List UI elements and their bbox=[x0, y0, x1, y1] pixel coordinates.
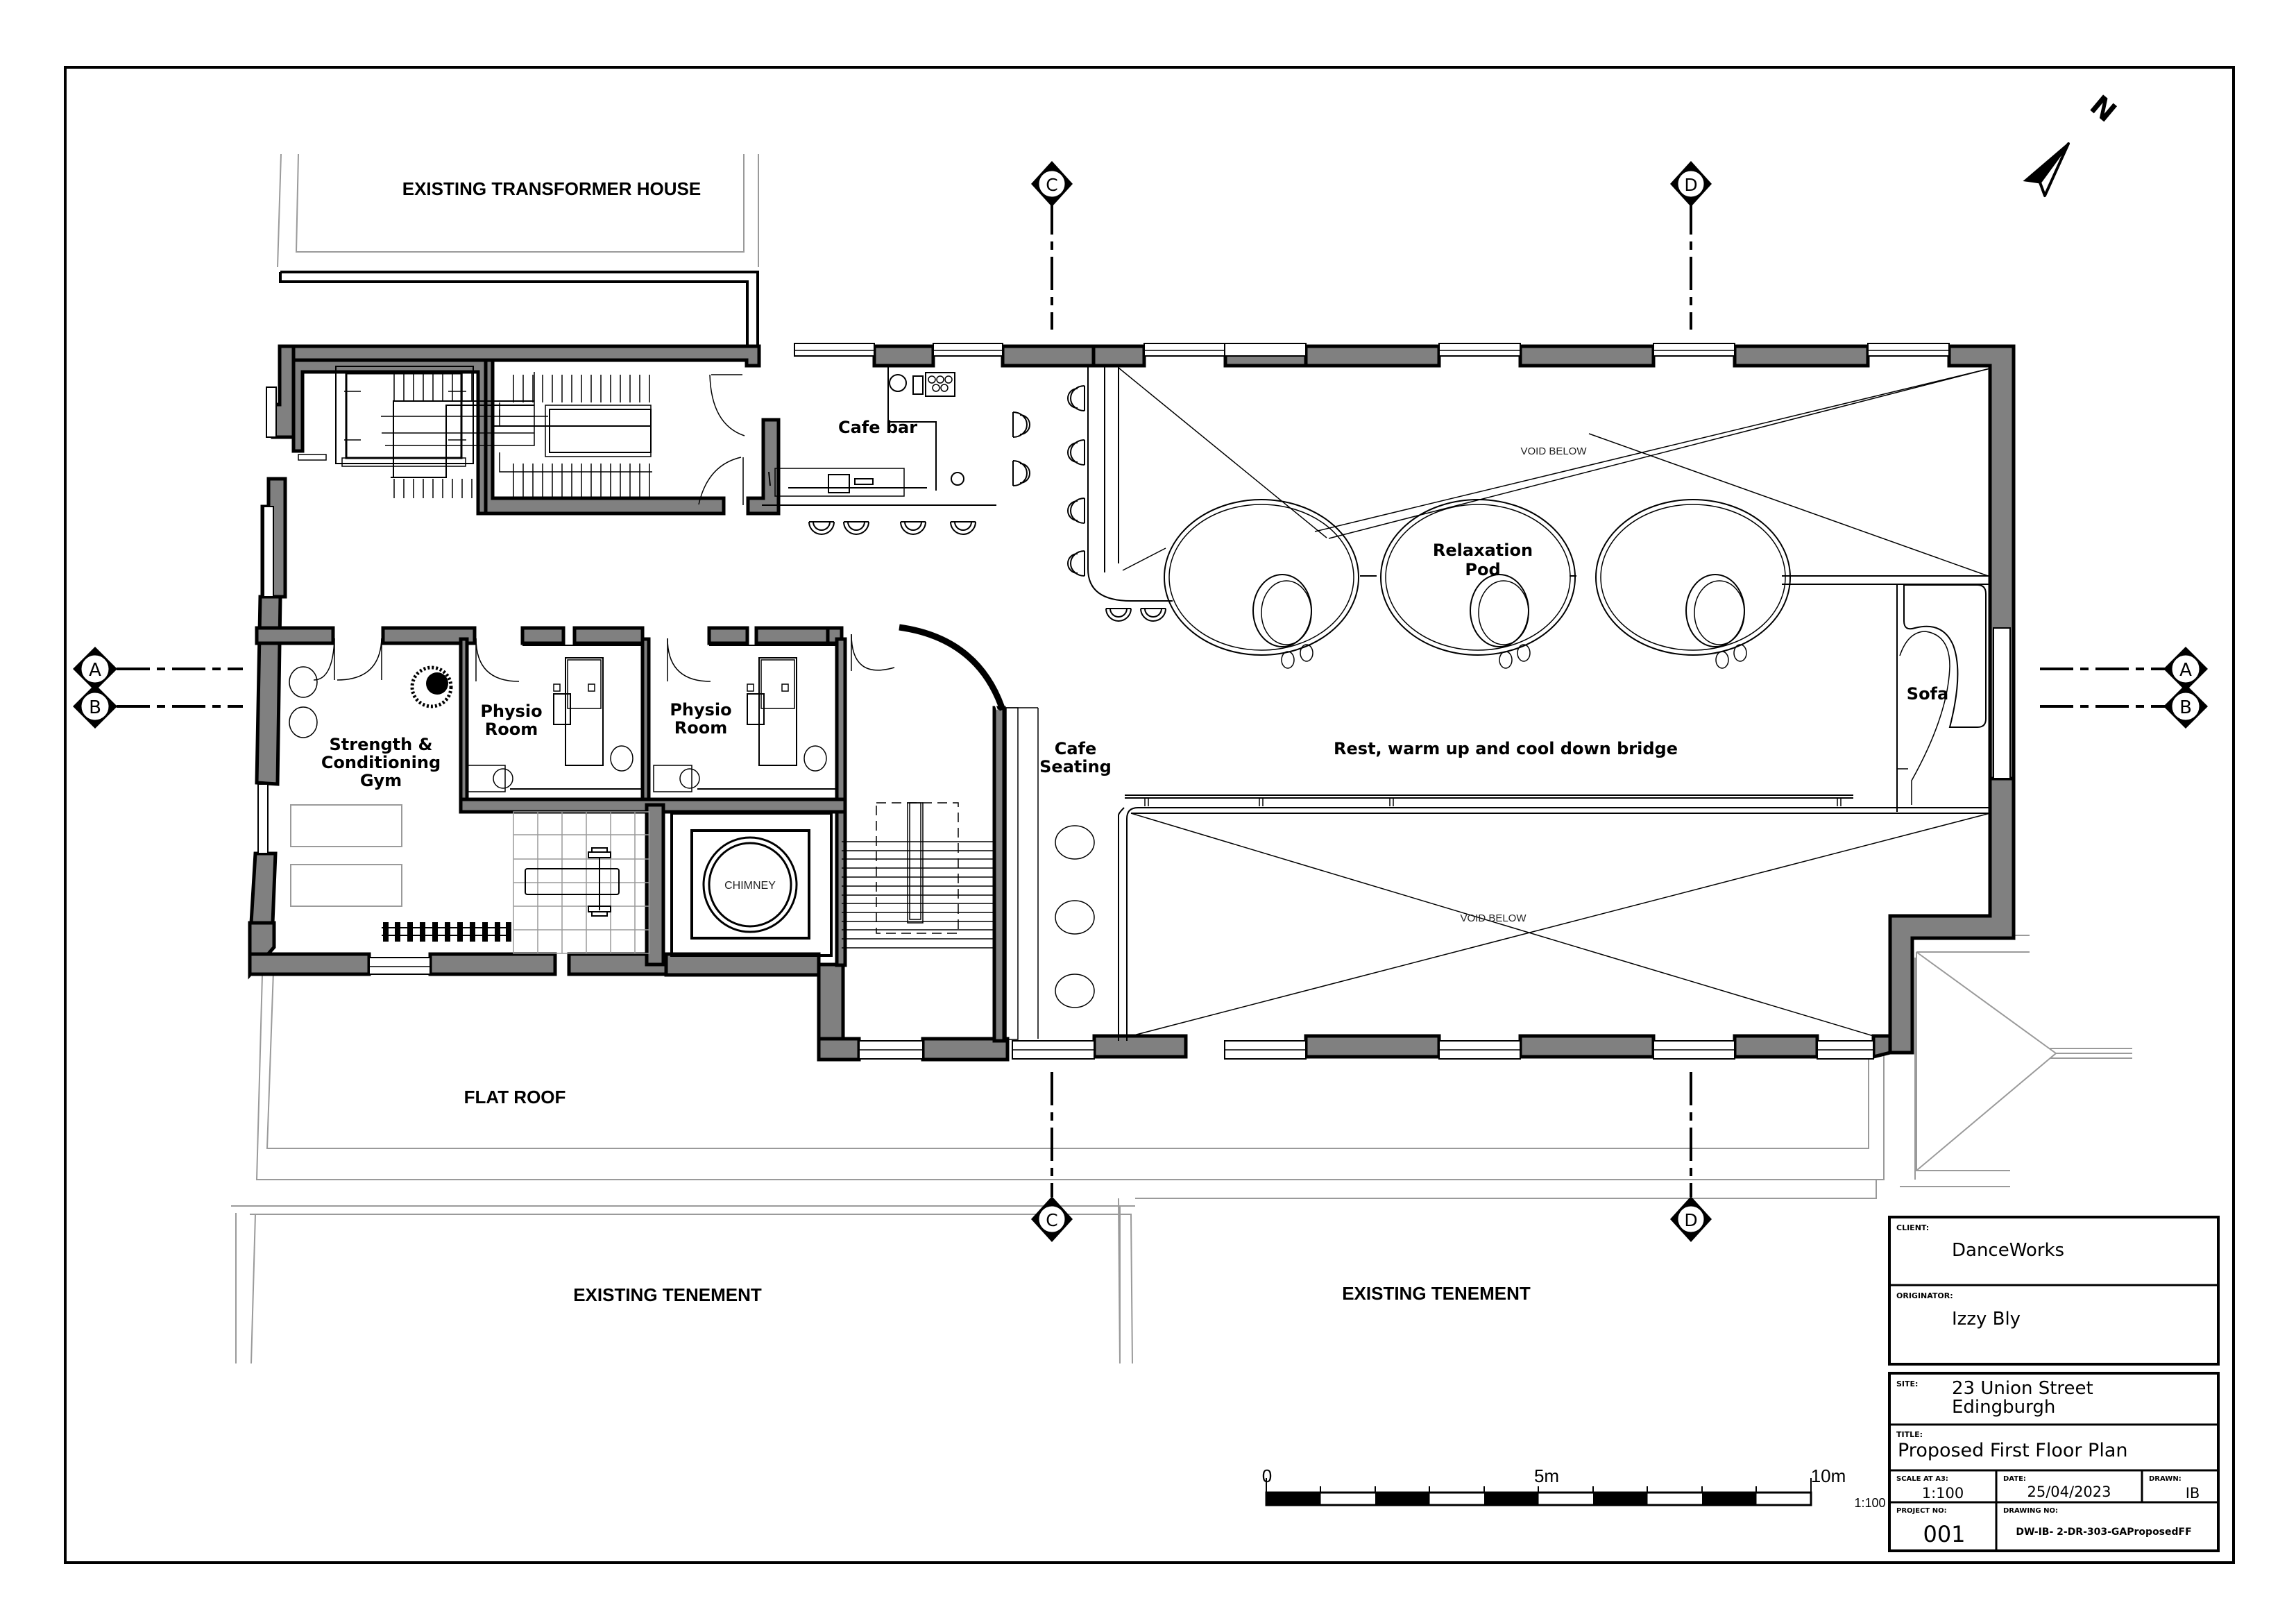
physio-room-1-label-2: Room bbox=[485, 720, 538, 739]
sofa: Sofa bbox=[1896, 584, 1987, 812]
gym-label-3: Gym bbox=[360, 771, 402, 790]
date-label: DATE: bbox=[2003, 1475, 2026, 1483]
section-line-b-left[interactable]: B bbox=[73, 684, 243, 729]
chimney-label: CHIMNEY bbox=[724, 880, 776, 892]
transformer-house: EXISTING TRANSFORMER HOUSE bbox=[277, 153, 759, 348]
drawn-label: DRAWN: bbox=[2149, 1475, 2182, 1483]
site-line-2: Edingburgh bbox=[1952, 1397, 2055, 1418]
gym-label-2: Conditioning bbox=[321, 753, 441, 772]
title-label: TITLE: bbox=[1896, 1430, 1923, 1439]
title-block: CLIENT: DanceWorks ORIGINATOR: Izzy Bly … bbox=[1888, 1216, 2220, 1552]
cafe-bar-label: Cafe bar bbox=[838, 418, 917, 437]
section-c-bottom-label: C bbox=[1046, 1210, 1057, 1230]
void-below-north: VOID BELOW bbox=[1104, 366, 1991, 585]
transformer-house-label: EXISTING TRANSFORMER HOUSE bbox=[402, 178, 701, 199]
cafe-seating-label-1: Cafe bbox=[1055, 739, 1097, 758]
scale-bar: 0 5m 10m 1:100 bbox=[1262, 1465, 1886, 1510]
strength-conditioning-gym: Strength & Conditioning Gym bbox=[289, 665, 650, 954]
section-line-d-bottom[interactable]: D bbox=[1670, 1072, 1712, 1242]
gym-label-1: Strength & bbox=[330, 735, 433, 754]
existing-tenement-right: EXISTING TENEMENT bbox=[1118, 1180, 1877, 1364]
flat-roof-label: FLAT ROOF bbox=[464, 1087, 566, 1107]
physio-room-2-label-2: Room bbox=[674, 718, 727, 738]
client-label: CLIENT: bbox=[1896, 1223, 1929, 1232]
section-line-c-bottom[interactable]: C bbox=[1031, 1072, 1073, 1242]
north-arrow-icon: N bbox=[2023, 90, 2122, 197]
drawing-no-label: DRAWING NO: bbox=[2003, 1507, 2058, 1515]
lifting-platform bbox=[513, 811, 650, 954]
physio-room-1: Physio Room bbox=[466, 645, 643, 792]
bar-stools bbox=[808, 366, 1173, 622]
section-d-bottom-label: D bbox=[1684, 1210, 1697, 1230]
north-label: N bbox=[2084, 90, 2122, 129]
void-below-south: VOID BELOW bbox=[1130, 813, 1991, 1037]
scale-start: 0 bbox=[1262, 1465, 1272, 1486]
building-walls bbox=[248, 344, 2016, 1062]
section-c-top-label: C bbox=[1046, 175, 1057, 195]
bridge: Rest, warm up and cool down bridge bbox=[1118, 739, 1990, 1041]
curved-wall bbox=[899, 624, 1006, 711]
void-below-top-label: VOID BELOW bbox=[1520, 445, 1587, 457]
stair-north bbox=[381, 372, 652, 498]
scale-end: 10m bbox=[1811, 1465, 1846, 1486]
flat-roof: FLAT ROOF bbox=[255, 971, 1885, 1180]
section-b-left-label: B bbox=[89, 697, 101, 718]
cafe-seating: Cafe Seating bbox=[1005, 707, 1112, 1040]
section-line-a-left[interactable]: A bbox=[73, 647, 243, 691]
weight-bench-icon bbox=[525, 847, 620, 917]
windows bbox=[257, 343, 2011, 1060]
physio-room-1-label-1: Physio bbox=[480, 702, 542, 721]
originator-label: ORIGINATOR: bbox=[1896, 1291, 1953, 1300]
date-value: 25/04/2023 bbox=[2027, 1484, 2111, 1500]
stair-south bbox=[842, 802, 994, 949]
section-line-b-right[interactable]: B bbox=[2040, 684, 2208, 729]
relaxation-pod-label-2: Pod bbox=[1465, 560, 1500, 579]
site-line-1: 23 Union Street bbox=[1952, 1378, 2093, 1399]
chimney: CHIMNEY bbox=[670, 812, 833, 957]
section-a-left-label: A bbox=[89, 660, 101, 681]
cafe-seating-label-2: Seating bbox=[1039, 757, 1112, 776]
section-b-right-label: B bbox=[2179, 697, 2192, 718]
tenement-left-label: EXISTING TENEMENT bbox=[573, 1284, 762, 1305]
scale-mid: 5m bbox=[1534, 1465, 1559, 1486]
project-no-label: PROJECT NO: bbox=[1896, 1507, 1947, 1515]
section-line-c-top[interactable]: C bbox=[1031, 161, 1073, 330]
originator-value: Izzy Bly bbox=[1952, 1309, 2021, 1329]
client-value: DanceWorks bbox=[1952, 1240, 2064, 1261]
relaxation-pods: Relaxation Pod bbox=[1164, 499, 1791, 669]
bridge-label: Rest, warm up and cool down bridge bbox=[1334, 739, 1678, 758]
project-no-value: 001 bbox=[1923, 1521, 1965, 1547]
drawing-no-value: DW-IB- 2-DR-303-GAProposedFF bbox=[2016, 1527, 2191, 1538]
sofa-label: Sofa bbox=[1907, 684, 1948, 704]
scale-ratio: 1:100 bbox=[1854, 1496, 1885, 1510]
scale-value: 1:100 bbox=[1922, 1485, 1964, 1502]
physio-room-2-label-1: Physio bbox=[670, 700, 731, 720]
cafe-bar-counter: Cafe bar bbox=[762, 366, 996, 506]
existing-tenement-left: EXISTING TENEMENT bbox=[231, 1205, 1135, 1364]
relaxation-pod-label-1: Relaxation bbox=[1433, 541, 1533, 560]
physio-room-2: Physio Room bbox=[653, 645, 837, 792]
section-d-top-label: D bbox=[1684, 175, 1697, 195]
tenement-right-label: EXISTING TENEMENT bbox=[1342, 1283, 1531, 1304]
section-a-right-label: A bbox=[2179, 660, 2192, 681]
drawn-value: IB bbox=[2186, 1485, 2200, 1502]
right-roof-structure bbox=[1900, 935, 2132, 1187]
site-label: SITE: bbox=[1896, 1379, 1918, 1388]
scale-at-a3-label: SCALE AT A3: bbox=[1896, 1475, 1948, 1483]
plant-icon bbox=[410, 665, 453, 708]
section-line-a-right[interactable]: A bbox=[2040, 647, 2208, 691]
title-value: Proposed First Floor Plan bbox=[1898, 1440, 2128, 1461]
section-line-d-top[interactable]: D bbox=[1670, 161, 1712, 330]
void-below-bottom-label: VOID BELOW bbox=[1460, 912, 1527, 924]
sheet-border bbox=[64, 66, 2235, 1564]
dumbbell-rack bbox=[382, 922, 511, 942]
